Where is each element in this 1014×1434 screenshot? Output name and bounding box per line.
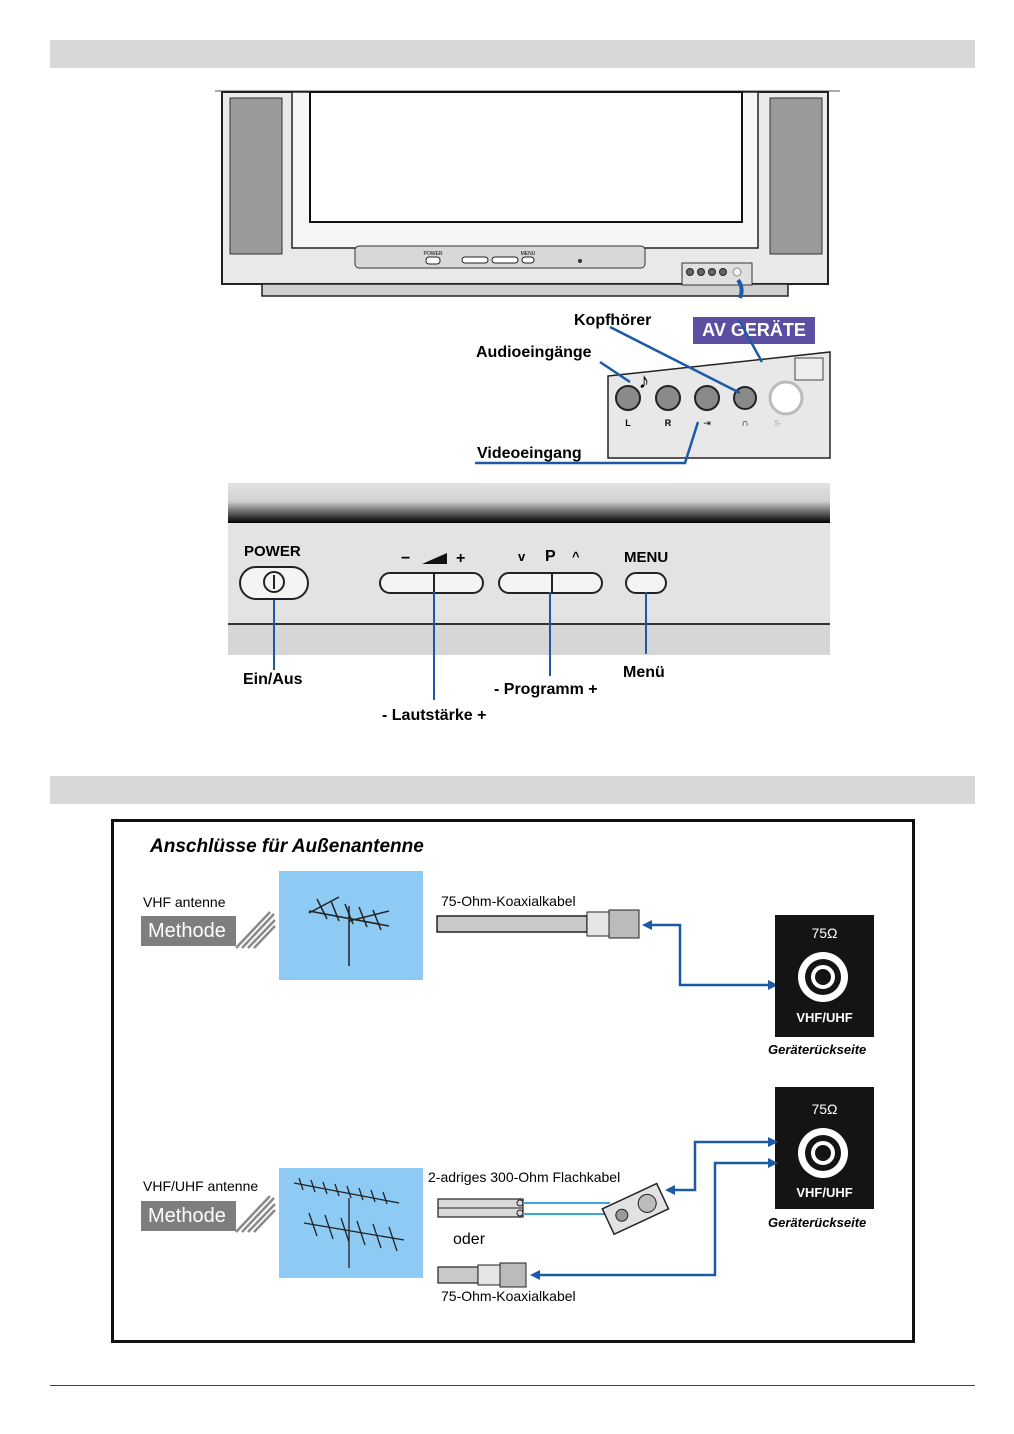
program-label: P [545, 548, 556, 565]
m1-antenna-image [279, 871, 423, 980]
callout-menu: Menü [623, 664, 665, 681]
vhf-uhf-antenna-icon [293, 1177, 405, 1268]
callout-audio-inputs: Audioeingänge [476, 344, 592, 361]
footer-rule [50, 1385, 975, 1386]
m2-antenna-image [279, 1168, 423, 1278]
callout-program: - Programm + [494, 681, 598, 698]
music-note-icon: ♪ [639, 368, 650, 393]
power-button[interactable] [239, 566, 309, 600]
front-control-panel [228, 483, 830, 655]
m1-method-label: Methode 1 [141, 916, 236, 972]
tv-front-power-label: POWER [424, 251, 443, 257]
m1-rear-connector: 75Ω VHF/UHF [775, 915, 874, 1037]
m2-connector-label: VHF/UHF [796, 1185, 853, 1200]
m2-or-label: oder [453, 1231, 486, 1248]
volume-icon [422, 553, 447, 564]
m1-connector-ohm: 75Ω [811, 925, 838, 941]
m2-rear-connector: 75Ω VHF/UHF [775, 1087, 874, 1209]
callout-volume: - Lautstärke + [382, 707, 487, 724]
m2-connector-ohm: 75Ω [811, 1101, 838, 1117]
m1-rear-label: Geräterückseite [768, 1042, 867, 1057]
antenna-panel-title: Anschlüsse für Außenantenne [150, 836, 424, 857]
balun-adapter [601, 1182, 670, 1236]
video-input-icon: ⇥ [703, 418, 711, 428]
program-down-label: v [518, 549, 526, 564]
m2-antenna-label: VHF/UHF antenne [143, 1178, 259, 1194]
control-callout-lines [273, 592, 647, 700]
video-jack [694, 385, 720, 411]
section-header-bar [50, 40, 975, 68]
m2-flat-cable-label: 2-adriges 300-Ohm Flachkabel [428, 1169, 621, 1185]
volume-minus-label: − [401, 550, 411, 567]
svideo-label: S- [774, 419, 782, 428]
section-header-bar-2 [50, 776, 975, 804]
power-label: POWER [244, 543, 301, 560]
av-jack-panel: L R ⇥ ∩ S- ♪ [475, 319, 831, 465]
audio-jack-right [655, 385, 681, 411]
tv-front-menu-label: MENU [521, 251, 536, 257]
jack-label-right: R [665, 418, 672, 428]
program-up-label: ^ [572, 549, 580, 564]
m2-cable-drawing [437, 1137, 778, 1288]
callout-video-input: Videoeingang [477, 445, 582, 462]
tv-front-illustration: POWER MENU [215, 90, 840, 299]
audio-jack-left [615, 385, 641, 411]
av-devices-badge: AV GERÄTE [693, 317, 815, 344]
m1-antenna-label: VHF antenne [143, 894, 226, 910]
m2-stripes-icon [235, 1195, 276, 1233]
m2-method-label: Methode 2 [141, 1201, 236, 1257]
m1-cable-drawing [436, 909, 778, 990]
m1-stripes-icon [235, 911, 276, 949]
coax-socket-icon [798, 1128, 848, 1178]
volume-plus-label: + [456, 550, 466, 567]
coax-socket-icon [798, 952, 848, 1002]
antenna-connection-panel [111, 819, 915, 1343]
volume-rocker[interactable] [379, 572, 484, 594]
callout-power: Ein/Aus [243, 671, 303, 688]
m2-coax-cable-label: 75-Ohm-Koaxialkabel [441, 1288, 576, 1304]
jack-label-left: L [625, 418, 631, 428]
m2-rear-label: Geräterückseite [768, 1215, 867, 1230]
headphone-icon: ∩ [741, 418, 748, 429]
callout-headphone: Kopfhörer [574, 312, 652, 329]
m1-cable-label: 75-Ohm-Koaxialkabel [441, 893, 576, 909]
m1-connector-label: VHF/UHF [796, 1010, 853, 1025]
menu-label: MENU [624, 549, 669, 566]
svideo-jack [768, 380, 804, 416]
vhf-antenna-icon [308, 896, 390, 966]
